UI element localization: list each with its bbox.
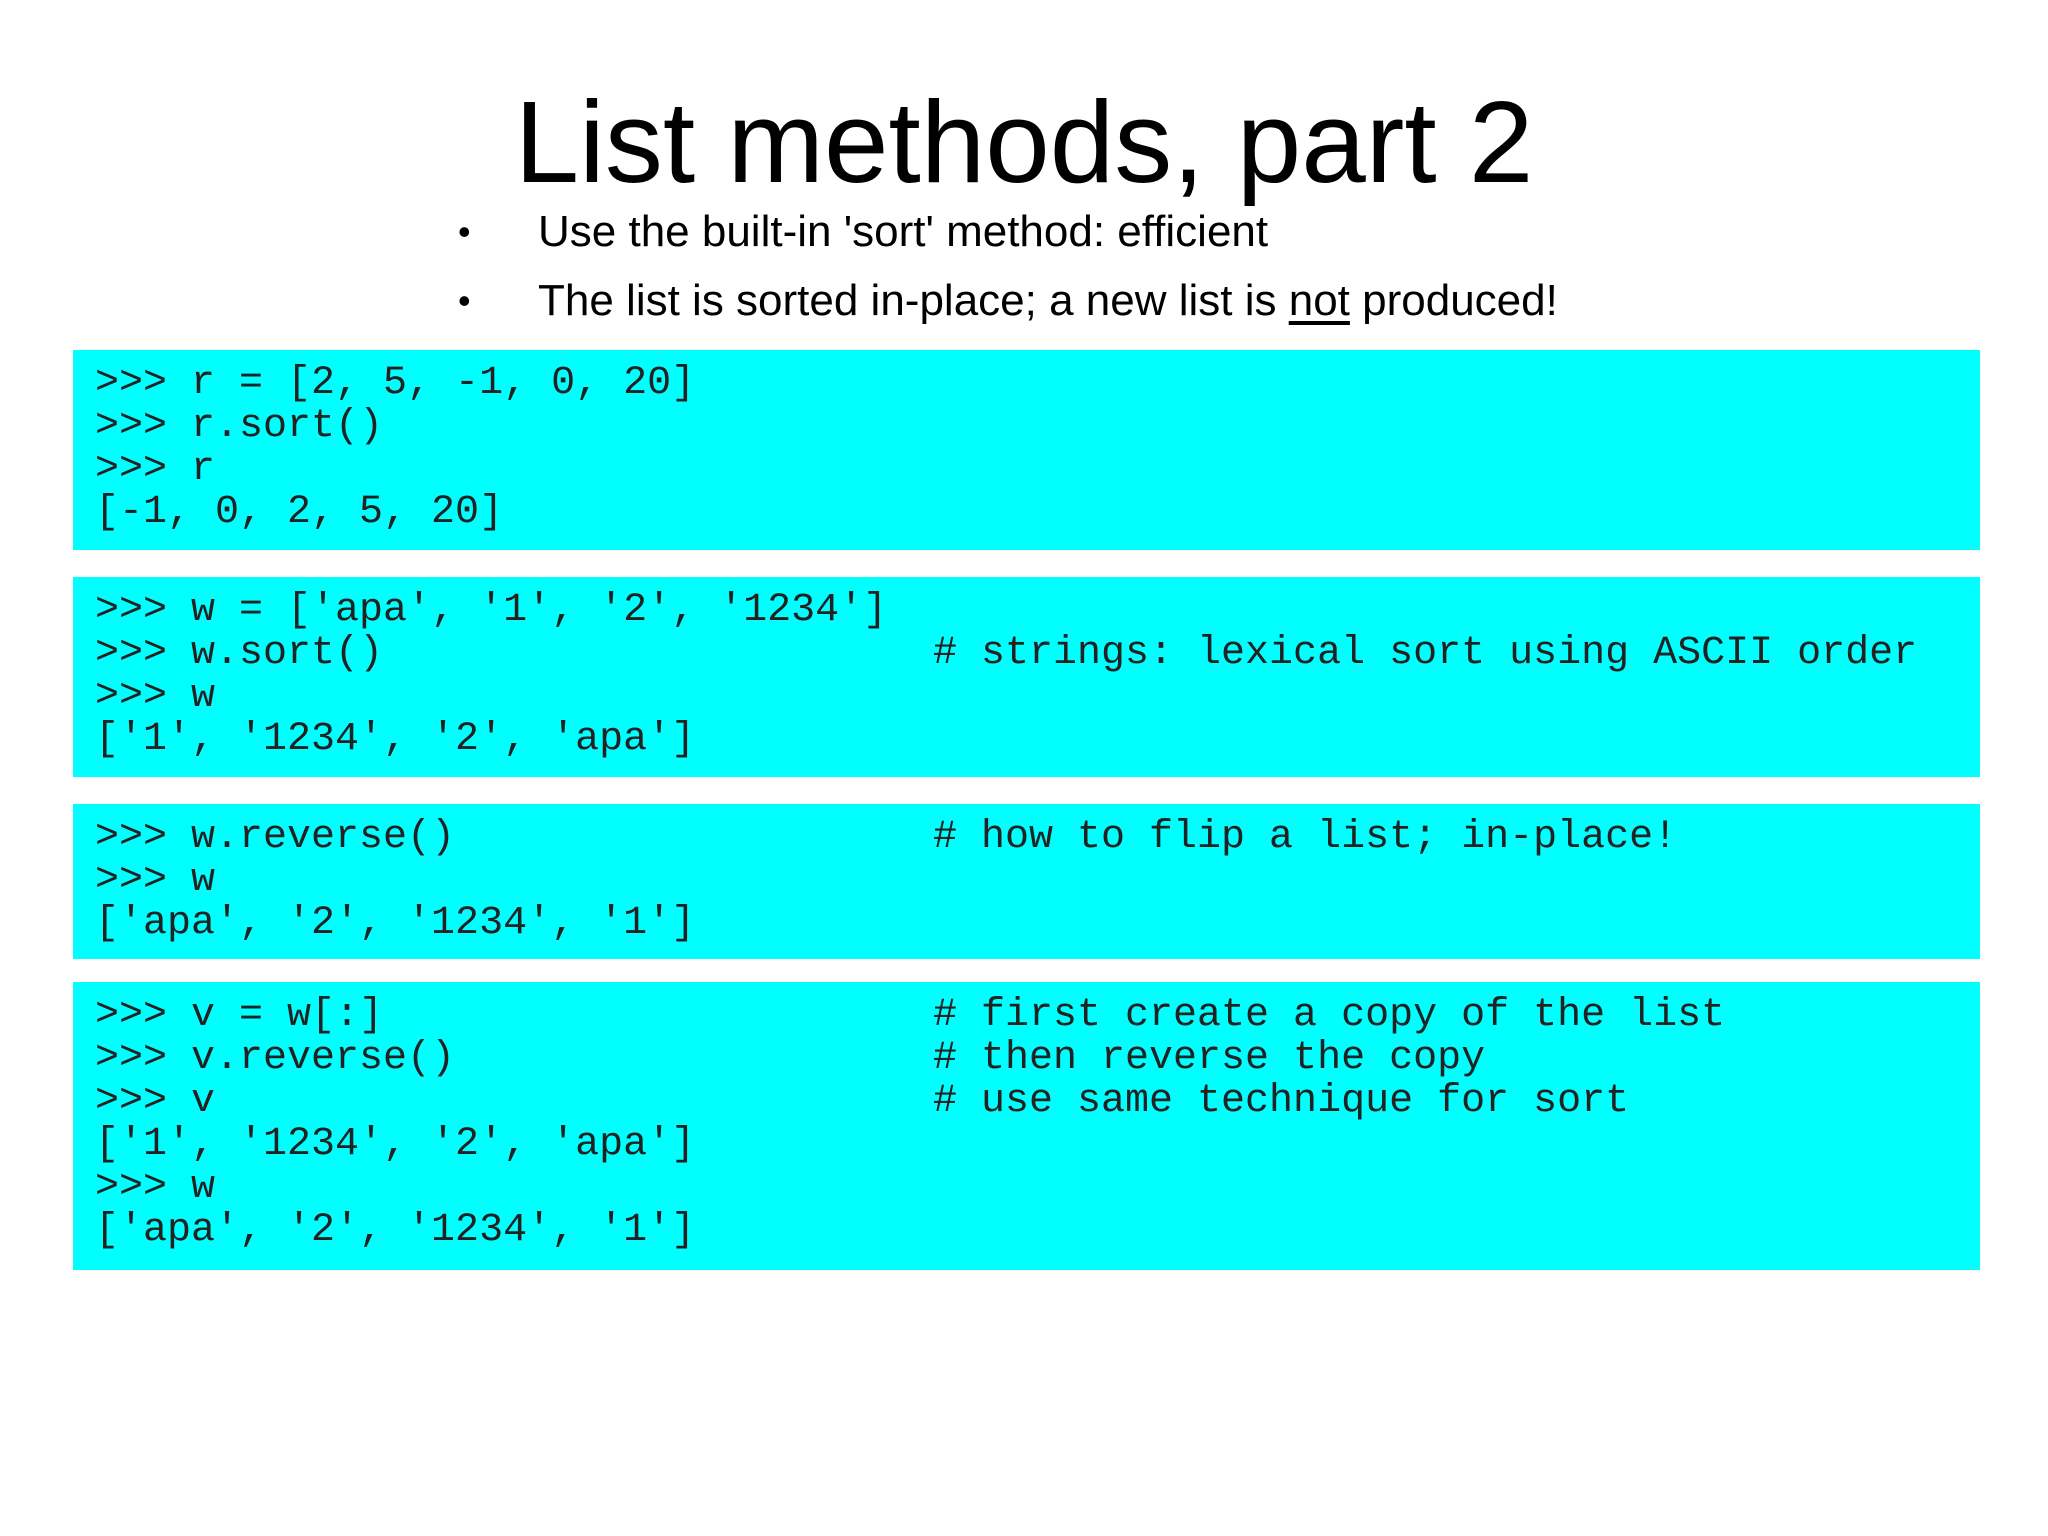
code-line: >>> v: [95, 1079, 216, 1124]
code-line: >>> w = ['apa', '1', '2', '1234']: [95, 588, 888, 633]
code-line: >>> w.sort(): [95, 631, 384, 676]
code-line: >>> w.reverse(): [95, 815, 456, 860]
bullet-list: • Use the built-in 'sort' method: effici…: [0, 0, 2048, 340]
code-line: >>> r = [2, 5, -1, 0, 20]: [95, 361, 696, 406]
code-output: [-1, 0, 2, 5, 20]: [95, 490, 504, 535]
bullet-text-start: The list is sorted in-place; a new list …: [538, 276, 1289, 325]
code-comment: # then reverse the copy: [933, 1036, 1486, 1081]
code-line: >>> v.reverse(): [95, 1036, 456, 1081]
bullet-text-end: produced!: [1349, 276, 1558, 325]
bullet-text: The list is sorted in-place; a new list …: [538, 275, 1558, 327]
code-block-copy-reverse: >>> v = w[:] # first create a copy of th…: [73, 982, 1980, 1270]
code-comment: # strings: lexical sort using ASCII orde…: [933, 631, 1918, 676]
code-block-reverse: >>> w.reverse() # how to flip a list; in…: [73, 804, 1980, 959]
underlined-emphasis: not: [1288, 276, 1350, 325]
slide-title: List methods, part 2: [514, 77, 1534, 207]
code-output: ['1', '1234', '2', 'apa']: [95, 1122, 696, 1167]
code-output: ['apa', '2', '1234', '1']: [95, 901, 696, 946]
code-output: ['1', '1234', '2', 'apa']: [95, 717, 696, 762]
code-line: >>> w: [95, 1165, 216, 1210]
code-comment: # how to flip a list; in-place!: [933, 815, 1678, 860]
code-comment: # first create a copy of the list: [933, 993, 1726, 1038]
code-line: >>> r: [95, 447, 216, 492]
bullet-marker: •: [458, 280, 471, 321]
code-block-sort-strings: >>> w = ['apa', '1', '2', '1234'] >>> w.…: [73, 577, 1980, 777]
bullet-text: Use the built-in 'sort' method: efficien…: [538, 207, 1269, 256]
code-block-sort-numbers: >>> r = [2, 5, -1, 0, 20] >>> r.sort() >…: [73, 350, 1980, 550]
code-line: >>> r.sort(): [95, 404, 384, 449]
code-comment: # use same technique for sort: [933, 1079, 1630, 1124]
code-output: ['apa', '2', '1234', '1']: [95, 1208, 696, 1253]
bullet-marker: •: [458, 211, 471, 252]
code-line: >>> w: [95, 674, 216, 719]
code-line: >>> w: [95, 858, 216, 903]
code-line: >>> v = w[:]: [95, 993, 384, 1038]
